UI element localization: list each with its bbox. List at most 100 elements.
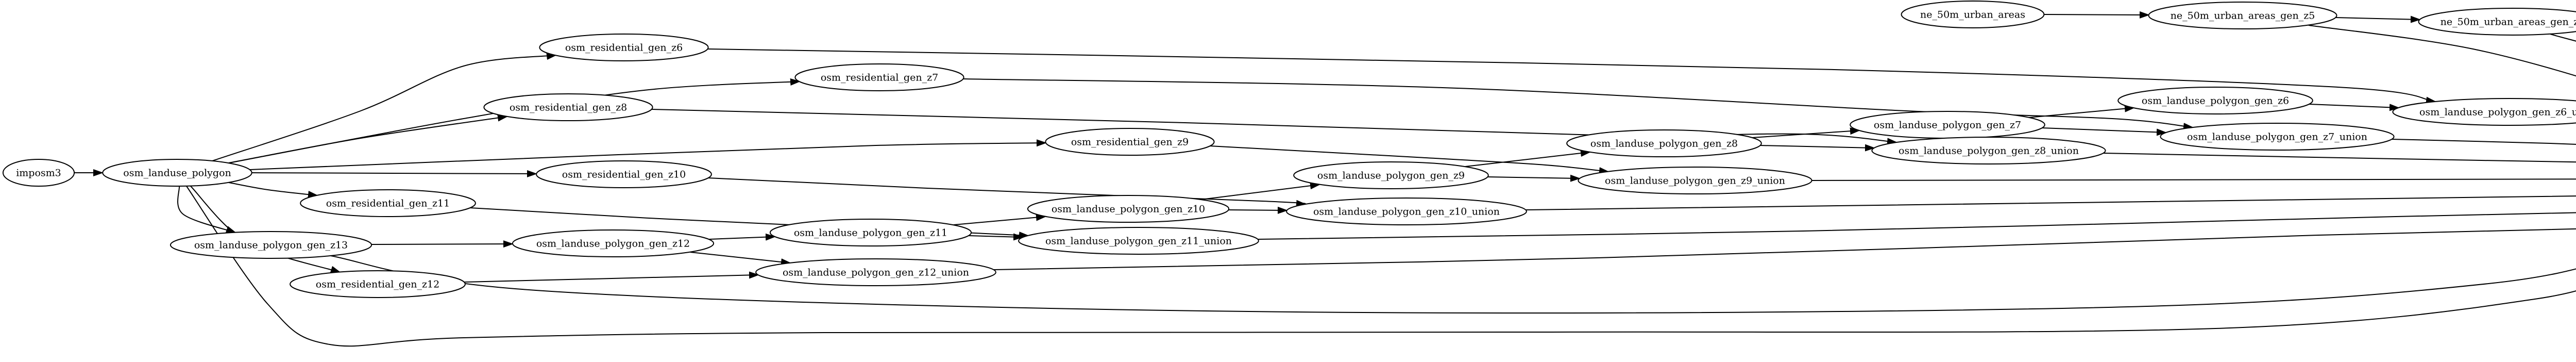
node-osm_landuse_polygon_gen_z11_union: osm_landuse_polygon_gen_z11_union [1018,227,1259,255]
edge-osm_landuse_polygon_gen_z7-to-osm_landuse_polygon_gen_z7_union [2041,127,2167,136]
edge-osm_residential_gen_z12-to-osm_landuse_polygon_gen_z12_union [464,271,759,283]
edge-osm_residential_gen_z8-to-osm_landuse_polygon_gen_z8_union [651,109,1897,145]
node-osm_landuse_polygon_gen_z6_union: osm_landuse_polygon_gen_z6_union [2392,98,2576,126]
edge-osm_landuse_polygon_gen_z12-to-osm_landuse_polygon_gen_z11 [708,233,776,241]
node-osm_landuse_polygon_gen_z10: osm_landuse_polygon_gen_z10 [1027,195,1230,223]
edge-osm_landuse_polygon-to-osm_landuse_polygon_gen_z13 [177,186,236,233]
node-ellipse-osm_residential_gen_z6 [539,34,709,61]
node-osm_residential_gen_z6: osm_residential_gen_z6 [539,34,709,61]
node-label-osm_residential_gen_z7: osm_residential_gen_z7 [821,72,938,84]
node-ellipse-osm_residential_gen_z9 [1045,128,1215,156]
node-ellipse-osm_residential_gen_z12 [290,270,466,298]
edge-osm_residential_gen_z11-to-osm_landuse_polygon_gen_z11_union [469,207,1029,239]
node-label-osm_residential_gen_z12: osm_residential_gen_z12 [316,279,439,290]
node-osm_residential_gen_z7: osm_residential_gen_z7 [794,63,964,91]
node-ellipse-osm_landuse_polygon [102,159,252,187]
node-label-osm_landuse_polygon_gen_z10_union: osm_landuse_polygon_gen_z10_union [1313,206,1500,218]
edge-osm_landuse_polygon_gen_z12-to-osm_landuse_polygon_gen_z12_union [690,252,791,266]
node-label-osm_landuse_polygon_gen_z9: osm_landuse_polygon_gen_z9 [1317,170,1465,182]
edge-osm_landuse_polygon_gen_z11-to-osm_landuse_polygon_gen_z11_union [968,233,1024,241]
node-osm_residential_gen_z10: osm_residential_gen_z10 [536,160,712,188]
edge-osm_landuse_polygon_gen_z9-to-osm_landuse_polygon_gen_z8 [1465,150,1591,167]
node-osm_residential_gen_z9: osm_residential_gen_z9 [1045,128,1215,156]
edge-ne_50m_urban_areas_gen_z5-to-layer_landuse-z5 [2308,25,2576,77]
edge-ne_50m_urban_areas_gen_z4-to-layer_landuse-z4 [2550,34,2576,42]
node-ellipse-osm_landuse_polygon_gen_z11_union [1018,227,1259,255]
node-label-osm_residential_gen_z10: osm_residential_gen_z10 [562,169,686,180]
node-ellipse-ne_50m_urban_areas_gen_z5 [2148,2,2337,29]
edge-osm_landuse_polygon-to-osm_residential_gen_z10 [251,170,537,177]
node-ellipse-osm_landuse_polygon_gen_z6_union [2392,98,2576,126]
node-label-ne_50m_urban_areas_gen_z5: ne_50m_urban_areas_gen_z5 [2171,10,2315,22]
node-ellipse-osm_landuse_polygon_gen_z12 [512,229,715,257]
edge-osm_landuse_polygon_gen_z8_union-to-layer_landuse-z8 [2103,153,2576,163]
node-label-ne_50m_urban_areas_gen_z4: ne_50m_urban_areas_gen_z4 [2441,17,2576,28]
node-label-osm_landuse_polygon: osm_landuse_polygon [123,168,231,179]
node-ellipse-ne_50m_urban_areas [1901,1,2045,28]
node-ne_50m_urban_areas_gen_z4: ne_50m_urban_areas_gen_z4 [2418,8,2576,36]
edge-osm_landuse_polygon_gen_z13-to-layer_landuse-z13 [330,255,2576,314]
node-ellipse-osm_landuse_polygon_gen_z7_union [2160,123,2395,151]
node-ne_50m_urban_areas: ne_50m_urban_areas [1901,1,2045,28]
node-osm_residential_gen_z12: osm_residential_gen_z12 [290,270,466,298]
node-label-osm_landuse_polygon_gen_z11_union: osm_landuse_polygon_gen_z11_union [1045,236,1232,247]
node-label-osm_landuse_polygon_gen_z11: osm_landuse_polygon_gen_z11 [794,227,947,239]
node-osm_landuse_polygon_gen_z6: osm_landuse_polygon_gen_z6 [2117,87,2313,114]
node-ellipse-ne_50m_urban_areas_gen_z4 [2418,8,2576,36]
node-osm_landuse_polygon_gen_z13: osm_landuse_polygon_gen_z13 [170,231,372,259]
node-label-osm_landuse_polygon_gen_z8_union: osm_landuse_polygon_gen_z8_union [1899,145,2079,157]
edge-osm_landuse_polygon-to-osm_residential_gen_z8 [228,114,508,163]
node-label-osm_landuse_polygon_gen_z10: osm_landuse_polygon_gen_z10 [1052,204,1205,215]
node-ellipse-osm_residential_gen_z11 [300,189,476,217]
node-osm_landuse_polygon: osm_landuse_polygon [102,159,252,187]
node-label-osm_landuse_polygon_gen_z6_union: osm_landuse_polygon_gen_z6_union [2419,107,2576,118]
node-ellipse-osm_landuse_polygon_gen_z8 [1566,129,1762,157]
node-label-osm_landuse_polygon_gen_z9_union: osm_landuse_polygon_gen_z9_union [1605,175,1785,187]
edge-osm_residential_gen_z6-to-osm_landuse_polygon_gen_z6_union [707,48,2436,104]
node-ellipse-osm_residential_gen_z8 [483,93,653,121]
node-ellipse-osm_landuse_polygon_gen_z11 [769,219,972,246]
node-label-osm_residential_gen_z8: osm_residential_gen_z8 [510,102,627,113]
edge-osm_landuse_polygon_gen_z9_union-to-layer_landuse-z9 [1811,178,2576,181]
node-osm_landuse_polygon_gen_z9: osm_landuse_polygon_gen_z9 [1293,161,1489,189]
edge-osm_landuse_polygon_gen_z10-to-osm_landuse_polygon_gen_z9 [1200,182,1320,200]
node-osm_residential_gen_z11: osm_residential_gen_z11 [300,189,476,217]
node-osm_landuse_polygon_gen_z8_union: osm_landuse_polygon_gen_z8_union [1871,137,2106,164]
node-label-osm_landuse_polygon_gen_z7: osm_landuse_polygon_gen_z7 [1874,120,2021,131]
node-ellipse-osm_landuse_polygon_gen_z10 [1027,195,1230,223]
node-label-imposm3: imposm3 [16,168,61,179]
node-osm_landuse_polygon_gen_z10_union: osm_landuse_polygon_gen_z10_union [1286,198,1527,225]
node-osm_landuse_polygon_gen_z11: osm_landuse_polygon_gen_z11 [769,219,972,246]
edge-osm_landuse_polygon_gen_z7_union-to-layer_landuse-z7 [2391,139,2576,145]
node-ellipse-imposm3 [2,159,75,187]
node-osm_residential_gen_z8: osm_residential_gen_z8 [483,93,653,121]
node-label-osm_residential_gen_z9: osm_residential_gen_z9 [1071,137,1189,148]
edge-osm_residential_gen_z10-to-osm_landuse_polygon_gen_z10_union [707,177,1307,207]
node-ellipse-osm_landuse_polygon_gen_z12_union [755,258,996,286]
node-ellipse-osm_residential_gen_z10 [536,160,712,188]
edge-osm_landuse_polygon_gen_z9-to-osm_landuse_polygon_gen_z9_union [1487,174,1581,182]
node-osm_landuse_polygon_gen_z12: osm_landuse_polygon_gen_z12 [512,229,715,257]
node-label-osm_landuse_polygon_gen_z6: osm_landuse_polygon_gen_z6 [2142,95,2289,107]
node-ellipse-osm_landuse_polygon_gen_z9_union [1578,167,1812,194]
node-label-osm_landuse_polygon_gen_z12_union: osm_landuse_polygon_gen_z12_union [783,267,969,278]
node-ellipse-osm_landuse_polygon_gen_z13 [170,231,372,259]
node-label-osm_residential_gen_z6: osm_residential_gen_z6 [565,42,683,54]
node-ellipse-osm_landuse_polygon_gen_z8_union [1871,137,2106,164]
node-imposm3: imposm3 [2,159,75,187]
node-label-osm_landuse_polygon_gen_z12: osm_landuse_polygon_gen_z12 [536,238,690,250]
edge-osm_landuse_polygon_gen_z11_union-to-layer_landuse-z11 [1257,212,2576,240]
edge-osm_landuse_polygon_gen_z11-to-osm_landuse_polygon_gen_z10 [953,213,1046,225]
node-osm_landuse_polygon_gen_z12_union: osm_landuse_polygon_gen_z12_union [755,258,996,286]
edge-osm_landuse_polygon-to-osm_residential_gen_z9 [249,139,1047,170]
edge-osm_landuse_polygon-to-osm_residential_gen_z11 [228,182,318,198]
node-label-ne_50m_urban_areas: ne_50m_urban_areas [1920,9,2025,21]
edge-osm_landuse_polygon_gen_z8-to-osm_landuse_polygon_gen_z8_union [1759,144,1875,152]
edge-osm_landuse_polygon-to-osm_residential_gen_z6 [212,53,557,161]
edge-ne_50m_urban_areas_gen_z5-to-ne_50m_urban_areas_gen_z4 [2335,15,2421,23]
edge-ne_50m_urban_areas-to-ne_50m_urban_areas_gen_z5 [2043,11,2150,19]
node-osm_landuse_polygon_gen_z7: osm_landuse_polygon_gen_z7 [1850,111,2045,139]
